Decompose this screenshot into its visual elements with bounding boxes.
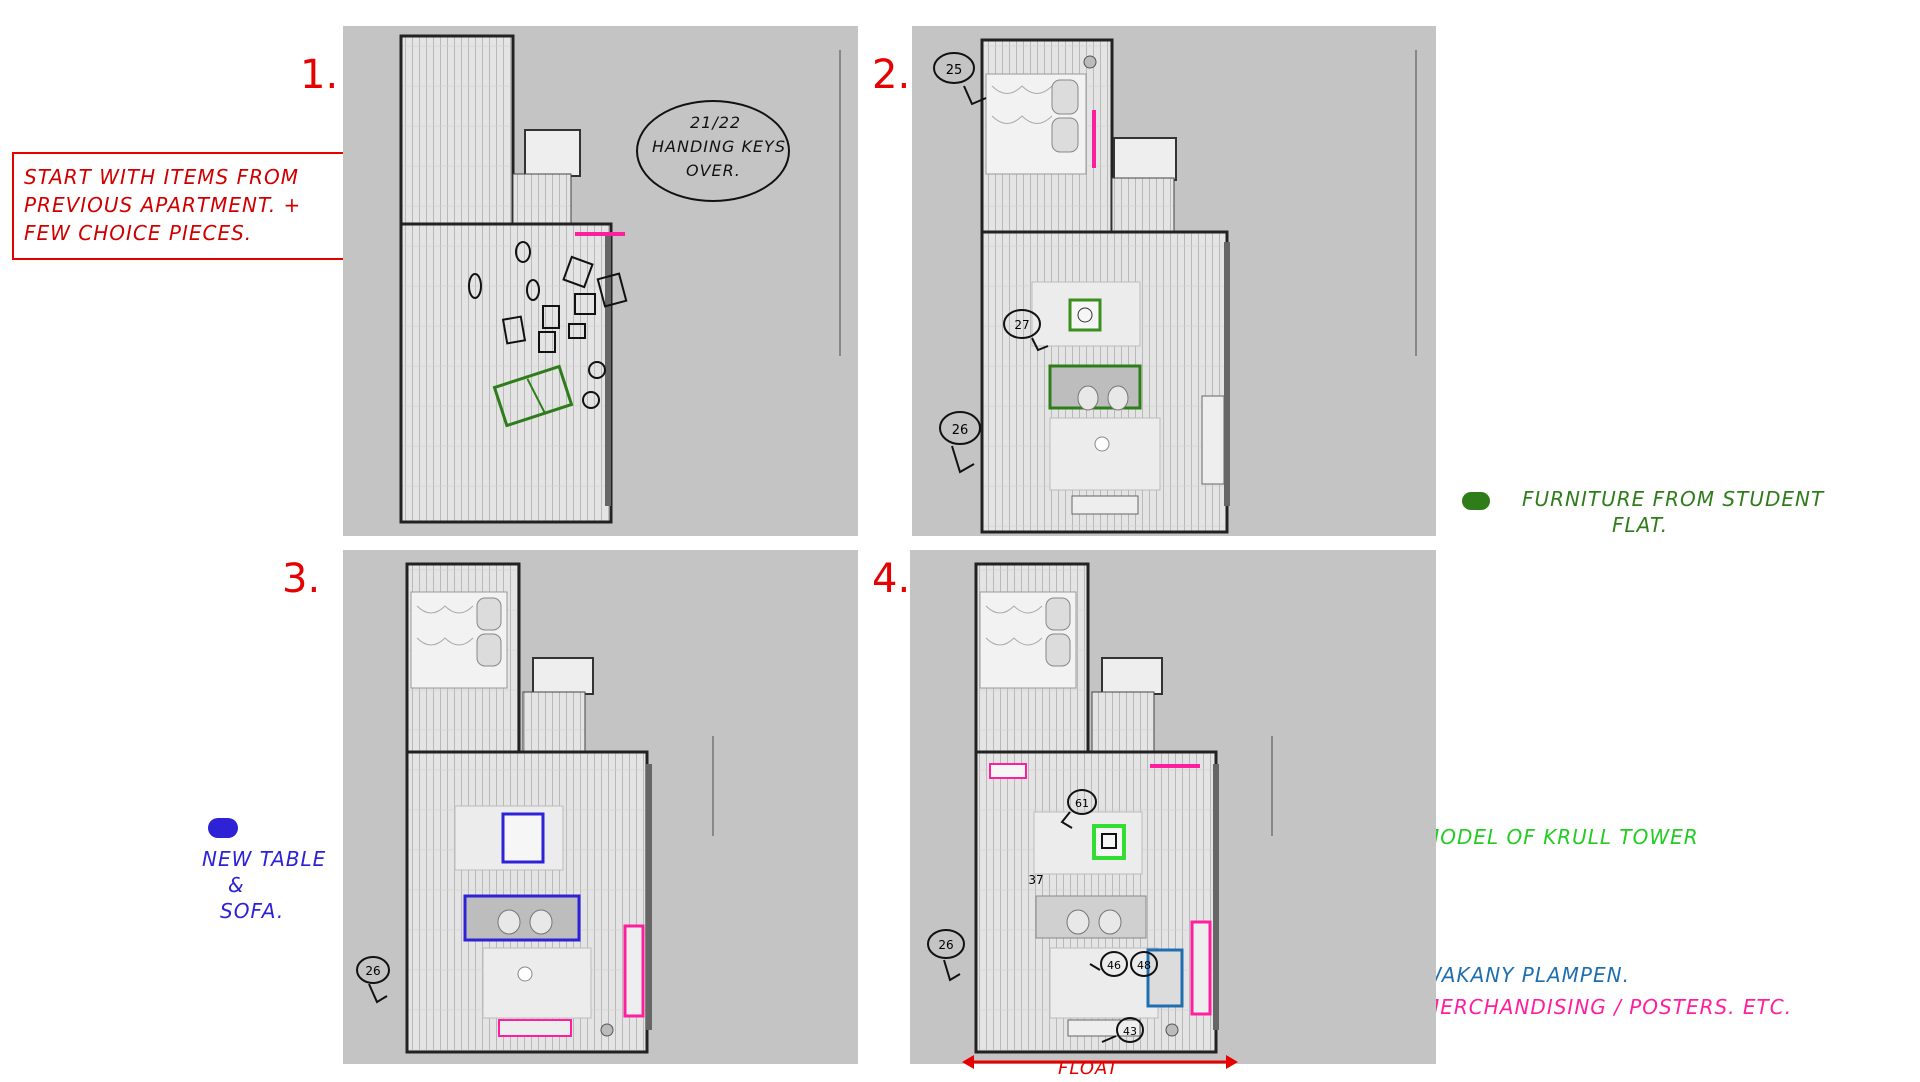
step-number-3: 3. <box>282 556 321 602</box>
plan-2-drawing: 25 27 26 <box>933 38 1417 534</box>
plan-panel-1 <box>343 26 858 536</box>
legend-label-model: MODEL OF KRULL TOWER <box>1422 825 1699 849</box>
view-marker-46: 46 <box>1107 959 1121 972</box>
legend-label-student-flat-2: FLAT. <box>1612 513 1669 537</box>
new-table-icon <box>208 818 238 838</box>
legend-label-student-flat: FURNITURE FROM STUDENT <box>1522 487 1825 511</box>
start-note-line-3: FEW CHOICE PIECES. <box>24 221 253 245</box>
new-table-line-3: SOFA. <box>220 899 285 923</box>
plan-3-drawing: 26 <box>356 562 714 1054</box>
new-table-line-2: & <box>228 873 245 897</box>
view-marker-37: 37 <box>1028 873 1043 887</box>
view-marker-48: 48 <box>1137 959 1151 972</box>
plan-1-drawing <box>399 34 841 524</box>
plan-panel-3: 26 <box>343 550 858 1064</box>
float-label: FLOAT <box>1058 1058 1119 1079</box>
plan-panel-4: 61 37 26 46 48 43 <box>910 550 1436 1064</box>
view-marker-25: 25 <box>946 63 963 78</box>
view-marker-26-p4: 26 <box>938 938 953 952</box>
legend-swatch-student-flat <box>1462 492 1490 510</box>
view-marker-61: 61 <box>1075 797 1089 810</box>
step-number-2: 2. <box>872 52 911 98</box>
new-table-line-1: NEW TABLE <box>202 847 327 871</box>
plan-4-drawing: 61 37 26 46 48 43 <box>927 562 1273 1054</box>
float-arrow <box>962 1055 1238 1069</box>
legend-label-wakany: WAKANY PLAMPEN. <box>1422 963 1630 987</box>
view-marker-26-p3: 26 <box>365 964 380 978</box>
view-marker-27: 27 <box>1014 318 1029 332</box>
handover-callout: 21/22 HANDING KEYS OVER. <box>636 100 790 202</box>
legend-label-merch: MERCHANDISING / POSTERS. ETC. <box>1422 995 1793 1019</box>
start-note-line-1: START WITH ITEMS FROM <box>24 165 299 189</box>
start-note-line-2: PREVIOUS APARTMENT. + <box>24 193 302 217</box>
handover-line-3: OVER. <box>686 161 741 180</box>
view-marker-26: 26 <box>952 423 969 438</box>
plan-panel-2: 25 27 26 <box>912 26 1436 536</box>
view-marker-43: 43 <box>1123 1025 1137 1038</box>
start-note: START WITH ITEMS FROM PREVIOUS APARTMENT… <box>12 152 346 260</box>
step-number-4: 4. <box>872 556 911 602</box>
step-number-1: 1. <box>300 52 339 98</box>
handover-line-2: HANDING KEYS <box>652 137 786 156</box>
handover-line-1: 21/22 <box>690 113 742 132</box>
